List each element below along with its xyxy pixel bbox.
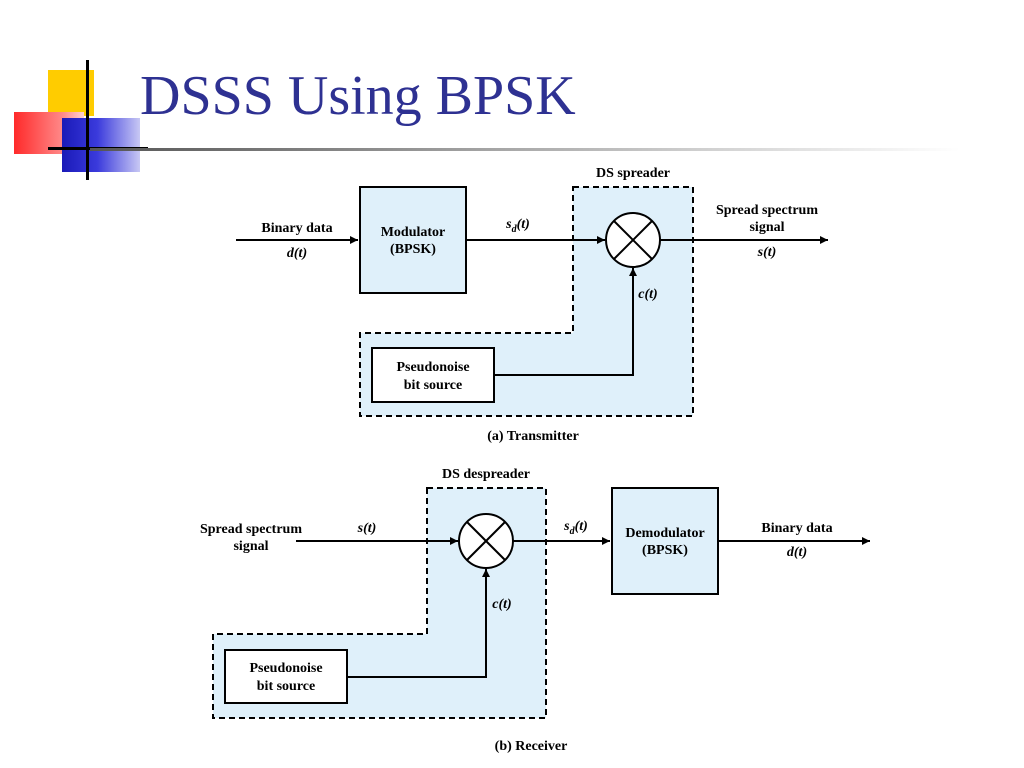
logo-blue-square [62, 118, 140, 172]
tx-output-label-line1: Spread spectrum [716, 203, 818, 218]
tx-pn-label-line2: bit source [404, 378, 462, 393]
ds-spreader-label: DS spreader [596, 166, 670, 181]
tx-pn-label-line1: Pseudonoise [396, 360, 469, 375]
rx-multiplier-icon [458, 513, 514, 569]
tx-code-signal-path [494, 268, 637, 376]
tx-modulated-signal: sd(t) [505, 217, 530, 235]
tx-code-signal: c(t) [638, 287, 657, 302]
rx-code-signal: c(t) [492, 597, 511, 612]
demodulator-block [611, 487, 719, 595]
rx-input-signal: s(t) [357, 521, 377, 536]
modulator-label-line1: Modulator [381, 225, 446, 240]
tx-output-label-line2: signal [749, 220, 784, 235]
rx-pn-label-line2: bit source [257, 679, 315, 694]
rx-pn-label-line1: Pseudonoise [249, 661, 322, 676]
rx-input-label-line1: Spread spectrum [200, 522, 302, 537]
rx-code-signal-path [347, 569, 490, 678]
rx-pseudonoise-block [224, 649, 348, 704]
rx-output-label: Binary data [761, 521, 832, 536]
tx-output-signal: s(t) [757, 245, 777, 260]
tx-input-signal: d(t) [287, 246, 307, 261]
receiver-diagram: DS despreader Spread spectrum signal s(t… [200, 467, 870, 754]
ds-despreader-label: DS despreader [442, 467, 530, 482]
slide-title: DSSS Using BPSK [140, 65, 576, 127]
rx-input-label-line2: signal [233, 539, 268, 554]
modulator-block [359, 186, 467, 294]
rx-output-signal: d(t) [787, 545, 807, 560]
transmitter-diagram: DS spreader Binary data d(t) Modulator (… [236, 166, 828, 444]
rx-despread-signal: sd(t) [563, 519, 588, 537]
tx-multiplier-icon [605, 212, 661, 268]
demodulator-label-line2: (BPSK) [642, 543, 688, 558]
modulator-label-line2: (BPSK) [390, 242, 436, 257]
tx-input-label: Binary data [261, 221, 332, 236]
logo-vertical-line [86, 60, 89, 180]
receiver-caption: (b) Receiver [495, 739, 568, 754]
slide-logo-decoration [0, 0, 180, 190]
demodulator-label-line1: Demodulator [625, 526, 704, 541]
transmitter-caption: (a) Transmitter [487, 429, 579, 444]
tx-pseudonoise-block [371, 347, 495, 403]
title-underline [90, 148, 960, 151]
